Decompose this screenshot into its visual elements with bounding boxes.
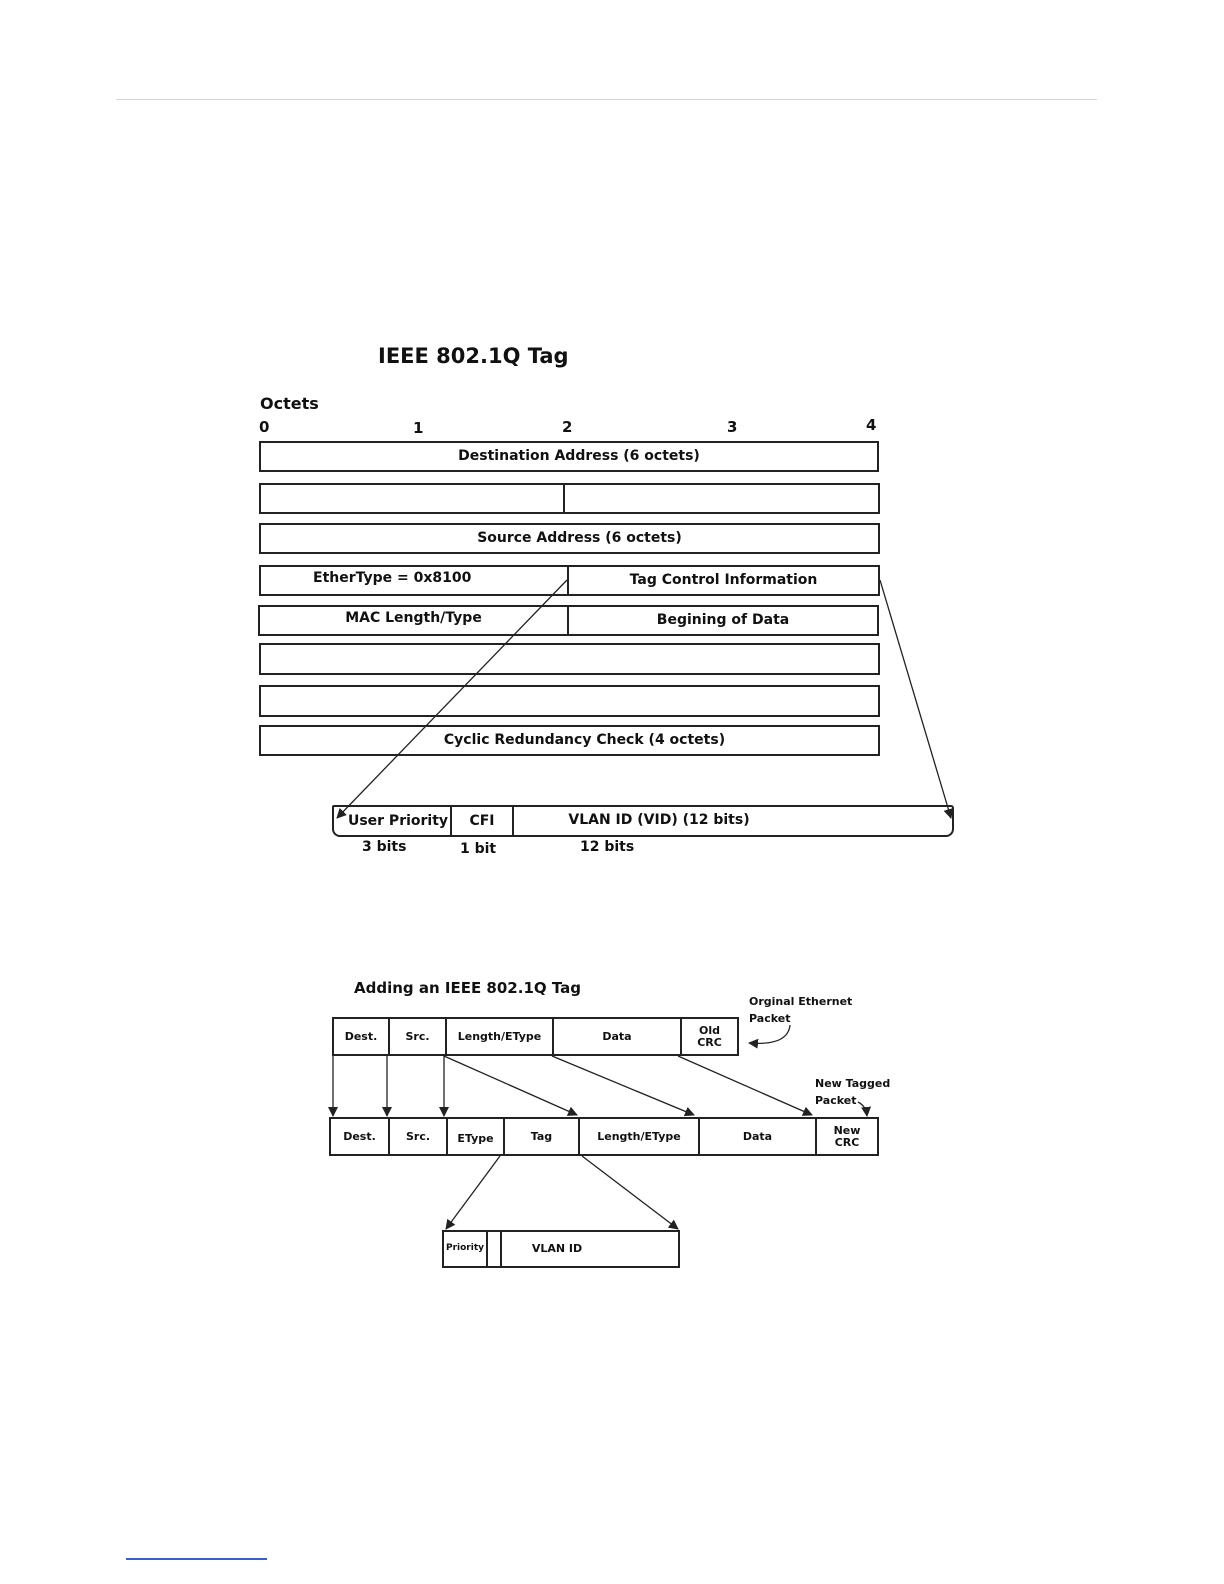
- tag-priority-field: Priority: [446, 1243, 484, 1254]
- octet-tick-2: 2: [562, 418, 573, 436]
- orig-src-field: Src.: [405, 1029, 430, 1043]
- mac-length-data-row: MAC Length/Type Begining of Data: [258, 605, 879, 636]
- address-split-row: [259, 483, 880, 514]
- tagged-dest-field: Dest.: [343, 1129, 376, 1143]
- original-ethernet-packet: Dest. Src. Length/EType Data Old CRC: [332, 1017, 739, 1056]
- destination-address-row: Destination Address (6 octets): [259, 441, 879, 472]
- old-crc-line2: CRC: [697, 1035, 722, 1049]
- tagged-crc-field: New CRC: [817, 1119, 877, 1154]
- new-tagged-packet-label-line2: Packet: [815, 1094, 857, 1107]
- crc-label: Cyclic Redundancy Check (4 octets): [443, 732, 726, 749]
- octet-tick-0: 0: [259, 418, 270, 436]
- octet-tick-1: 1: [413, 419, 424, 437]
- tci-arrow-left: [336, 579, 568, 819]
- tag-expand-right: [581, 1155, 679, 1230]
- crc-row: Cyclic Redundancy Check (4 octets): [259, 725, 880, 756]
- tagged-data-field: Data: [742, 1129, 773, 1143]
- tagged-etype-field: EType: [457, 1131, 494, 1145]
- figure2-title: Adding an IEEE 802.1Q Tag: [354, 979, 582, 997]
- old-crc-line1: Old: [699, 1023, 720, 1037]
- new-tagged-packet: Dest. Src. EType Tag Length/EType Data N…: [329, 1117, 879, 1156]
- tagged-tag-field: Tag: [530, 1129, 553, 1143]
- length-to-length-arrow: [443, 1055, 578, 1116]
- octets-label: Octets: [260, 394, 319, 413]
- ethertype-label: EtherType = 0x8100: [313, 570, 472, 586]
- cfi-bits: 1 bit: [460, 841, 497, 857]
- page-header-rule: [116, 99, 1097, 100]
- source-address-row: Source Address (6 octets): [259, 523, 880, 554]
- orig-data-field: Data: [602, 1029, 632, 1043]
- user-priority-field: User Priority: [347, 812, 449, 829]
- mac-length-type-label: MAC Length/Type: [345, 610, 482, 627]
- original-packet-label-line2: Packet: [749, 1012, 791, 1025]
- tag-expand-left: [445, 1155, 501, 1230]
- new-tagged-packet-label-line1: New Tagged: [815, 1077, 891, 1090]
- new-crc-line1: New: [833, 1123, 861, 1137]
- tag-control-information-label: Tag Control Information: [629, 572, 818, 589]
- cfi-field: CFI: [469, 812, 495, 829]
- ethertype-tci-row: EtherType = 0x8100 Tag Control Informati…: [259, 565, 880, 596]
- tag-vlan-id-field: VLAN ID: [531, 1242, 583, 1256]
- vlan-id-bits: 12 bits: [580, 839, 635, 855]
- data-arrow: [551, 1055, 695, 1117]
- new-label-pointer: [857, 1101, 872, 1117]
- octet-tick-3: 3: [727, 418, 738, 436]
- original-packet-label-line1: Orginal Ethernet: [749, 995, 853, 1008]
- empty-row-2: [259, 685, 880, 717]
- page-footer-rule: [126, 1558, 267, 1560]
- octet-tick-4: 4: [866, 416, 877, 434]
- new-crc-line2: CRC: [834, 1135, 860, 1149]
- orig-crc-field: Old CRC: [682, 1019, 737, 1054]
- vlan-id-field: VLAN ID (VID) (12 bits): [568, 811, 750, 828]
- source-address-label: Source Address (6 octets): [477, 530, 682, 547]
- orig-length-etype-field: Length/EType: [457, 1029, 542, 1043]
- destination-address-label: Destination Address (6 octets): [458, 448, 700, 465]
- figure1-title: IEEE 802.1Q Tag: [378, 344, 569, 368]
- begining-of-data-label: Begining of Data: [656, 612, 790, 629]
- tag-detail-box: Priority VLAN ID: [442, 1230, 680, 1268]
- original-label-pointer: [748, 1024, 791, 1049]
- tag-fields-bar: User Priority CFI VLAN ID (VID) (12 bits…: [332, 805, 954, 837]
- user-priority-bits: 3 bits: [362, 839, 407, 855]
- tagged-length-etype-field: Length/EType: [597, 1129, 681, 1143]
- tci-arrow-right: [879, 579, 954, 819]
- empty-row-1: [259, 643, 880, 675]
- orig-dest-field: Dest.: [344, 1029, 378, 1043]
- crc-arrow: [677, 1055, 813, 1116]
- tagged-src-field: Src.: [405, 1129, 431, 1143]
